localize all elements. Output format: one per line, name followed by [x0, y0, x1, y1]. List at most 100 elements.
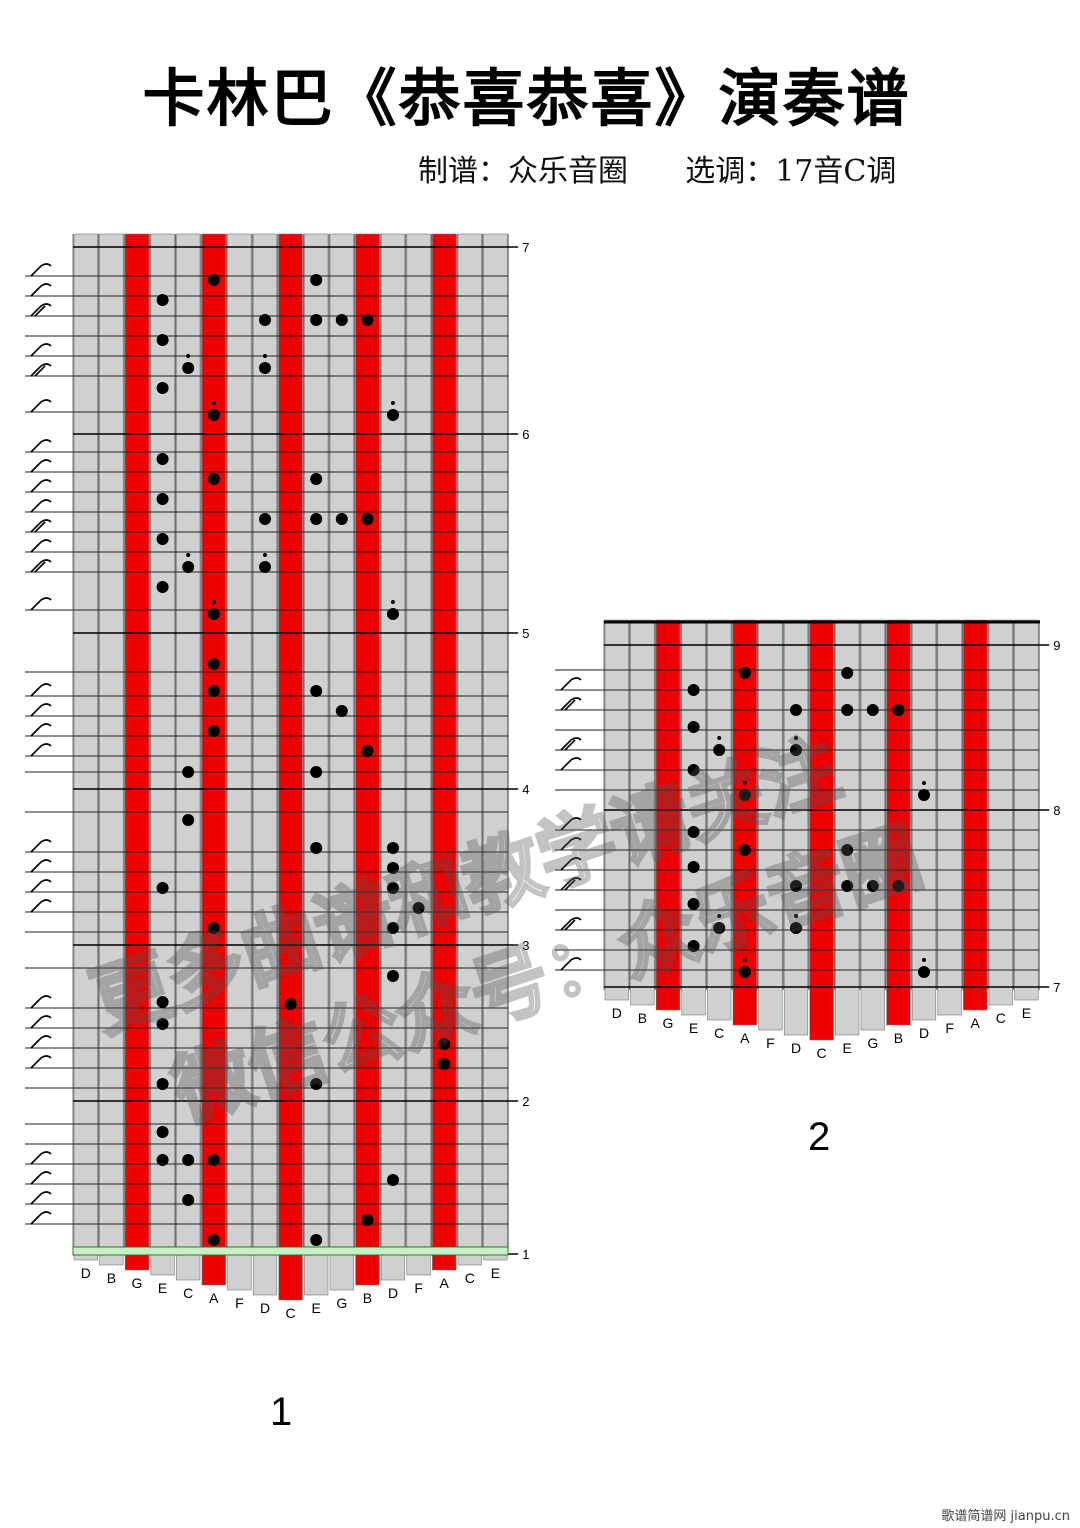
measure-number: 9 [1053, 638, 1060, 653]
tine-F [406, 233, 431, 1276]
rhythm-flag-icon [560, 757, 582, 771]
key-label-A: A [971, 1015, 981, 1031]
site-footer: 歌谱简谱网 jianpu.cn [941, 1509, 1070, 1524]
tine-B [886, 619, 911, 1026]
tine-D [252, 233, 278, 1296]
rhythm-flag-icon [560, 677, 582, 691]
measure-number: 1 [522, 1247, 529, 1262]
note-dot [918, 966, 930, 978]
note-dot [156, 1154, 169, 1166]
octave-dot [742, 958, 747, 962]
note-dot [259, 314, 271, 326]
note-dot [335, 513, 348, 525]
note-dot [310, 314, 323, 326]
note-dot [207, 608, 220, 620]
tine-G [329, 233, 354, 1291]
key-label-D: D [612, 1005, 622, 1021]
rhythm-flag-icon [30, 1151, 52, 1165]
note-dot [284, 998, 297, 1010]
rhythm-flag-icon [30, 859, 52, 873]
note-dot [866, 880, 879, 892]
rhythm-flag-icon [564, 739, 576, 751]
key-label-D: D [791, 1040, 801, 1056]
note-dot [182, 1154, 195, 1166]
key-label-A: A [740, 1030, 750, 1046]
tine-D [911, 619, 937, 1021]
rhythm-flag-icon [560, 857, 582, 871]
note-dot [259, 561, 271, 573]
note-dot [182, 766, 195, 778]
note-dot [738, 667, 751, 679]
note-dot [738, 789, 751, 801]
note-dot [182, 561, 195, 573]
note-dot [387, 608, 399, 620]
note-dot [790, 704, 802, 716]
note-dot [841, 667, 854, 679]
rhythm-flag-icon [560, 737, 582, 751]
note-dot [387, 970, 399, 982]
rhythm-flag-icon [560, 697, 582, 711]
rhythm-flag-icon [564, 699, 576, 711]
octave-dot [391, 401, 395, 405]
rhythm-flag-icon [564, 879, 576, 891]
key-label-B: B [107, 1270, 116, 1286]
rhythm-flag-icon [560, 957, 582, 971]
panel-label-2: 2 [808, 1115, 831, 1159]
tab-start-line [72, 1246, 509, 1256]
key-label-C: C [286, 1305, 296, 1321]
key-label-F: F [766, 1035, 775, 1051]
note-dot [207, 658, 220, 670]
key-label-D: D [260, 1300, 270, 1316]
rhythm-flag-icon [30, 743, 52, 757]
note-dot [892, 880, 905, 892]
tine-F [758, 619, 783, 1031]
tine-C [457, 233, 482, 1266]
measure-number: 8 [1053, 803, 1060, 818]
rhythm-flag-icon [30, 1191, 52, 1205]
rhythm-flag-icon [30, 597, 52, 611]
note-dot [156, 882, 169, 894]
rhythm-flag-icon [34, 365, 46, 377]
key-label-E: E [312, 1300, 321, 1316]
rhythm-flag-icon [30, 499, 52, 513]
tine-E [304, 233, 329, 1296]
note-dot [182, 814, 195, 826]
tine-G [860, 619, 885, 1031]
octave-dot [742, 781, 747, 785]
tine-C [988, 619, 1013, 1006]
rhythm-flag-icon [30, 459, 52, 473]
tine-A [201, 233, 226, 1286]
page-subtitle: 制谱：众乐音圈 选调：17音C调 [418, 154, 897, 189]
rhythm-flag-icon [564, 919, 576, 931]
measure-number: 5 [522, 626, 529, 641]
key-label-C: C [183, 1285, 193, 1301]
tine-F [937, 619, 962, 1016]
tine-E [835, 619, 860, 1036]
octave-dot [922, 958, 926, 962]
note-dot [182, 1194, 195, 1206]
note-dot [713, 922, 726, 934]
rhythm-flag-icon [30, 363, 52, 377]
rhythm-flag-icon [30, 479, 52, 493]
note-dot [687, 898, 700, 910]
rhythm-flag-icon [30, 263, 52, 277]
note-dot [335, 705, 348, 717]
note-dot [790, 744, 802, 756]
octave-dot [794, 914, 798, 918]
note-dot [790, 880, 802, 892]
key-label-G: G [132, 1275, 143, 1291]
rhythm-flag-icon [560, 917, 582, 931]
note-dot [738, 844, 751, 856]
note-dot [156, 382, 169, 394]
tine-D [783, 619, 809, 1036]
rhythm-flag-icon [30, 995, 52, 1009]
key-label-D: D [81, 1265, 91, 1281]
key-label-C: C [714, 1025, 724, 1041]
note-dot [438, 1058, 451, 1070]
note-dot [841, 844, 854, 856]
tine-A [963, 619, 988, 1011]
octave-dot [263, 354, 267, 358]
note-dot [412, 902, 425, 914]
note-dot [207, 685, 220, 697]
